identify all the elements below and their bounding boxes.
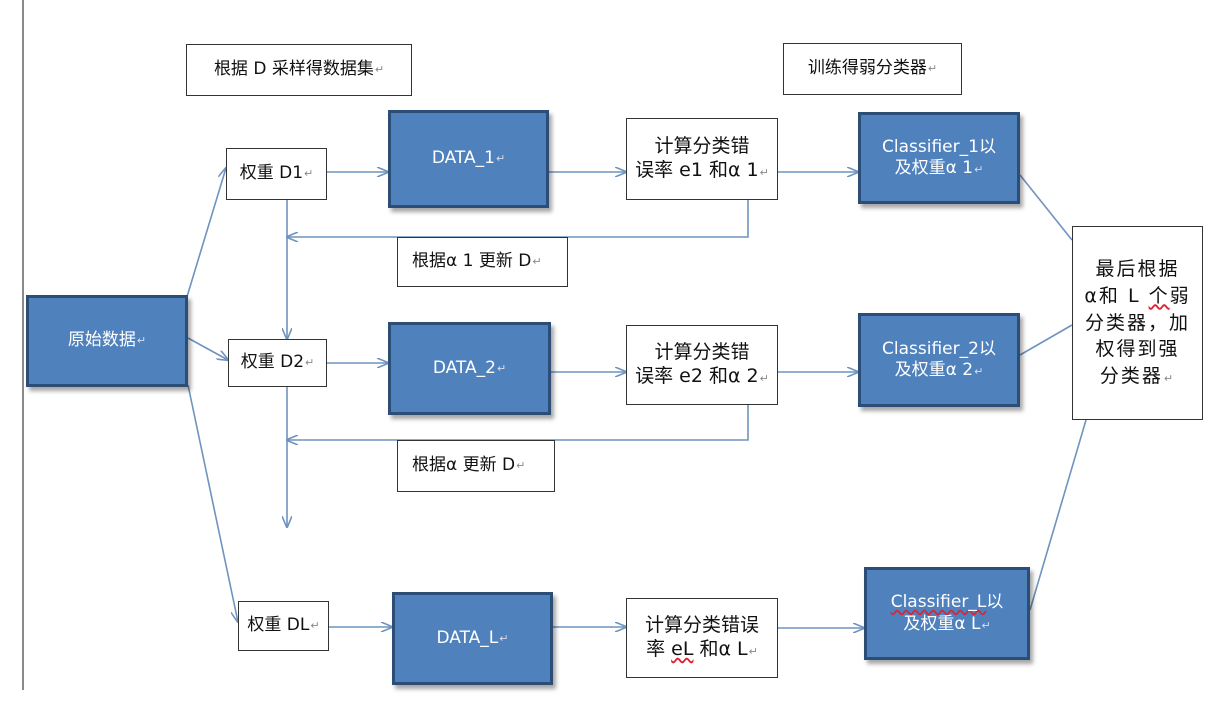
data1-box: DATA_1↵: [388, 110, 549, 208]
line-classifierl-to-final: [1029, 419, 1087, 611]
error-rate-l-line2-b: eL: [671, 638, 694, 660]
arrow-source-to-dl: [187, 384, 238, 622]
error-rate-l-line2-a: 率: [646, 638, 672, 660]
classifier-2-box: Classifier_2以 及权重α 2↵: [858, 313, 1020, 407]
update-d-2-box: 根据α 更新 D↵: [397, 440, 555, 492]
classifier-l-line1-b: 以: [986, 592, 1004, 613]
final-line4: 权得到强: [1095, 338, 1180, 361]
error-rate-1-line2: 误率 e1 和α 1: [635, 159, 759, 181]
error-rate-2-line2: 误率 e2 和α 2: [635, 365, 759, 387]
datal-label: DATA_L: [436, 627, 499, 648]
data1-label: DATA_1: [431, 148, 495, 169]
arrow-source-to-d1: [185, 168, 226, 301]
arrow-source-to-d2: [187, 337, 228, 360]
datal-box: DATA_L↵: [392, 592, 553, 685]
data2-box: DATA_2↵: [388, 322, 551, 415]
update-d-1-label: 根据α 1 更新 D: [412, 251, 532, 272]
update-d-1-box: 根据α 1 更新 D↵: [397, 237, 568, 287]
error-rate-l-box: 计算分类错误 率 eL 和α L↵: [626, 598, 778, 678]
source-data-label: 原始数据: [67, 330, 136, 351]
error-rate-l-line1: 计算分类错误: [644, 614, 759, 637]
weight-d1-label: 权重 D1: [239, 163, 304, 184]
classifier-1-line2: 及权重α 1: [894, 158, 974, 178]
final-line2-a: α和 L: [1084, 284, 1149, 307]
final-strong-classifier-box: 最后根据 α和 L 个弱 分类器，加 权得到强 分类器↵: [1072, 226, 1203, 420]
final-line2-b: 个: [1148, 284, 1170, 307]
left-margin-rule: [22, 0, 24, 690]
error-rate-2-box: 计算分类错 误率 e2 和α 2↵: [626, 325, 778, 405]
final-line2-c: 弱: [1169, 284, 1191, 307]
weight-d1-box: 权重 D1↵: [226, 148, 327, 200]
caption-sampling: 根据 D 采样得数据集↵: [186, 44, 412, 96]
weight-dl-box: 权重 DL↵: [238, 601, 329, 651]
line-classifier2-to-final: [1019, 324, 1073, 356]
error-rate-1-line1: 计算分类错: [654, 135, 750, 158]
error-rate-2-line1: 计算分类错: [654, 341, 750, 364]
final-line5: 分类器: [1099, 365, 1163, 388]
source-data-box: 原始数据↵: [26, 295, 188, 387]
classifier-2-line2: 及权重α 2: [894, 360, 974, 380]
classifier-l-line2: 及权重α L: [903, 613, 981, 634]
weight-d2-box: 权重 D2↵: [228, 339, 327, 387]
weight-dl-label: 权重 DL: [247, 615, 310, 636]
classifier-l-line1-a: Classifier_L: [890, 592, 987, 613]
classifier-1-box: Classifier_1以 及权重α 1↵: [858, 112, 1020, 204]
caption-training-text: 训练得弱分类器: [807, 58, 927, 79]
classifier-l-box: Classifier_L以 及权重α L↵: [864, 567, 1030, 660]
final-line3: 分类器，加: [1084, 311, 1190, 334]
caption-sampling-text: 根据 D 采样得数据集: [213, 59, 374, 80]
weight-d2-label: 权重 D2: [240, 352, 305, 373]
update-d-2-label: 根据α 更新 D: [412, 455, 516, 476]
error-rate-1-box: 计算分类错 误率 e1 和α 1↵: [626, 118, 778, 200]
caption-training: 训练得弱分类器↵: [783, 43, 962, 95]
error-rate-l-line2-c: 和α L: [693, 638, 748, 660]
line-classifier1-to-final: [1019, 174, 1073, 241]
data2-label: DATA_2: [432, 357, 496, 378]
final-line1: 最后根据: [1095, 257, 1180, 280]
classifier-2-line1: Classifier_2以: [882, 338, 996, 359]
classifier-1-line1: Classifier_1以: [882, 136, 996, 157]
